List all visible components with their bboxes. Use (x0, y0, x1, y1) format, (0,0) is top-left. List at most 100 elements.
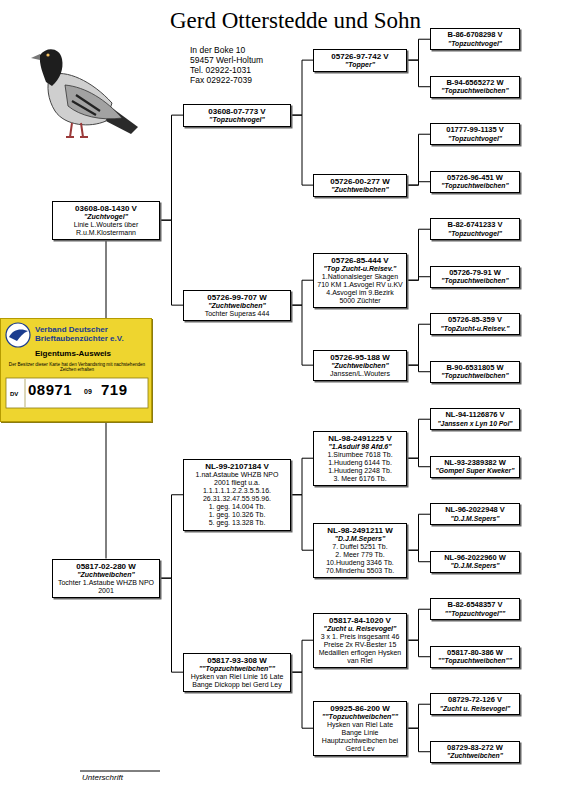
pedigree-connector (407, 514, 430, 550)
pigeon-note: Hysken van Riel Linie 16 Late Bange Dick… (187, 673, 287, 689)
pedigree-box: NL-94-1126876 V"Janssen x Lyn 10 Pol" (430, 408, 520, 430)
pigeon-title: "D.J.M.Sepers" (317, 535, 403, 543)
pedigree-connector (291, 60, 313, 115)
page-title: Gerd Otterstedde und Sohn (170, 8, 421, 33)
pedigree-box: NL-96-2022948 V"D.J.M.Sepers" (430, 503, 520, 525)
pedigree-box: 05726-00-277 W"Zuchtweibchen" (313, 174, 407, 197)
pigeon-note: Janssen/L.Wouters (317, 370, 403, 378)
signature-label: Unterschrift (82, 774, 123, 783)
pigeon-title: "Gompel Super Kweker" (434, 467, 516, 475)
ring-number: NL-94-1126876 V (434, 411, 516, 420)
pigeon-title: "Topzuchtweibchen" (434, 372, 516, 380)
pedigree-box: NL-96-2022960 W"D.J.M.Sepers" (430, 551, 520, 573)
pedigree-box: 05817-80-386 W""Topzuchtweibchen"" (430, 646, 520, 668)
pedigree-connector (407, 419, 430, 458)
pigeon-note: 1.Huudeng 2248 Tb. (317, 467, 403, 475)
ring-number: 05817-02-280 W (56, 562, 156, 571)
pigeon-note: Linie L.Wouters über R.u.M.Klostermann (56, 221, 156, 237)
pedigree-box: 03608-07-773 V"Topzuchtvogel" (183, 104, 291, 127)
ring-number: DV (10, 391, 24, 398)
pigeon-note: 1.Huudeng 6144 Tb. (317, 459, 403, 467)
pedigree-connector (407, 609, 430, 640)
pedigree-connector (407, 550, 430, 562)
ring-number: NL-96-2022960 W (434, 554, 516, 563)
pedigree-connector (407, 60, 430, 87)
pedigree-box: 03608-08-1430 V"Zuchtvogel"Linie L.Woute… (52, 201, 160, 240)
ring-number: B-82-6741233 V (434, 221, 516, 230)
ring-number: 719 (101, 382, 145, 399)
pigeon-title: "Topper" (317, 61, 403, 69)
pedigree-box: 08729-83-272 W"Zuchtweibchen" (430, 741, 520, 763)
pedigree-connector (291, 495, 313, 550)
pedigree-box: 05726-99-707 W"Zuchtweibchen"Tochter Sup… (183, 290, 291, 321)
pedigree-box: B-82-6741233 V"Topzuchtvogel" (430, 218, 520, 240)
ring-number: B-86-6708298 V (434, 31, 516, 40)
ring-number: NL-99-2107184 V (187, 462, 287, 471)
pigeon-title: "Topzuchtweibchen" (434, 277, 516, 285)
pigeon-title: "1.Asduif 98 Afd.6" (317, 443, 403, 451)
pedigree-connector (407, 324, 430, 365)
pigeon-note: 1. geg. 14.004 Tb. (187, 503, 287, 511)
ring-number: NL-93-2389382 W (434, 459, 516, 468)
ring-number: B-82-6548357 V (434, 601, 516, 610)
pedigree-connector (160, 220, 183, 305)
pigeon-title: "Zuchtweibchen" (317, 362, 403, 370)
ring-number: 05726-96-451 W (434, 174, 516, 183)
pigeon-title: ""Topzuchtweibchen"" (317, 713, 403, 721)
pedigree-box: 05726-96-451 W"Topzuchtweibchen" (430, 171, 520, 193)
pigeon-title: "Zuchtweibchen" (317, 186, 403, 194)
pedigree-connector (160, 495, 183, 578)
ring-number: NL-98-2491211 W (317, 526, 403, 535)
pigeon-note: 1. geg. 10.326 Tb. (187, 511, 287, 519)
pigeon-note: 26.31.32.47.55.95.96. (187, 495, 287, 503)
ring-number: 08729-83-272 W (434, 744, 516, 753)
pedigree-box: 05726-95-188 W"Zuchtweibchen"Janssen/L.W… (313, 350, 407, 381)
pigeon-note: 2. Meer 779 Tb. (317, 551, 403, 559)
pedigree-connector (160, 578, 183, 672)
pedigree-connector (407, 365, 430, 372)
ring-number: 05726-97-742 V (317, 52, 403, 61)
pedigree-box: 05817-93-308 W""Topzuchtweibchen""Hysken… (183, 653, 291, 692)
pedigree-box: 05726-85-359 V"TopZucht-u.Reisev." (430, 313, 520, 335)
pigeon-title: "Topzuchtvogel" (187, 116, 287, 124)
pigeon-note: 70.Minderhu 5503 Tb. (317, 567, 403, 575)
ownership-card: Verband Deutscher Brieftaubenzüchter e.V… (0, 318, 152, 422)
pedigree-box: 09925-86-200 W""Topzuchtweibchen""Hysken… (313, 701, 407, 756)
pigeon-note: Tochter 1.Astaube WHZB NPO 2001 (56, 579, 156, 595)
pedigree-connector (291, 672, 313, 728)
ring-number: 09925-86-200 W (317, 704, 403, 713)
pigeon-note: Hysken van Riel Late Bange Linie Hauptzu… (317, 721, 403, 753)
ring-number: 05726-00-277 W (317, 177, 403, 186)
pedigree-connector (291, 458, 313, 495)
pigeon-title: "Zuchtweibchen" (434, 752, 516, 760)
pigeon-note: 3 x 1. Preis insgesamt 46 Preise 2x RV-B… (317, 633, 403, 665)
pigeon-note: 10.Huudeng 3346 Tb. (317, 559, 403, 567)
pedigree-box: B-86-6708298 V"Topzuchtvogel" (430, 28, 520, 50)
ring-number: 05726-85-444 V (317, 256, 403, 265)
pedigree-connector (407, 134, 430, 185)
ring-number: 03608-07-773 V (187, 107, 287, 116)
pedigree-box: NL-98-2491211 W"D.J.M.Sepers"7. Duffel 5… (313, 523, 407, 578)
pigeon-title: "Zucht u. Reisevogel" (317, 625, 403, 633)
pedigree-box: 01777-99-1135 V"Topzuchtvogel" (430, 123, 520, 145)
ring-number: NL-96-2022948 V (434, 506, 516, 515)
pedigree-box: B-82-6548357 V""Topzuchtvogel"" (430, 598, 520, 620)
pigeon-title: "Top Zucht-u.Reisev." (317, 265, 403, 273)
address-line: Tel. 02922-1031 (190, 66, 251, 75)
pedigree-connector (291, 115, 313, 185)
pedigree-connector (407, 182, 430, 185)
pigeon-title: ""Topzuchtweibchen"" (434, 657, 516, 665)
pedigree-connector (407, 704, 430, 728)
pigeon-note: 710 KM 1.Asvogel RV u.KV (317, 281, 403, 289)
pedigree-connector (291, 280, 313, 305)
pedigree-box: 08729-72-126 V"Zucht u. Reisevogel" (430, 693, 520, 715)
pedigree-box: 05817-02-280 W"Zuchtweibchen"Tochter 1.A… (52, 559, 160, 598)
pigeon-title: "Topzuchtvogel" (434, 135, 516, 143)
ring-number: 05817-93-308 W (187, 656, 287, 665)
pedigree-connector (407, 229, 430, 280)
pigeon-note: 5000 Züchter (317, 297, 403, 305)
ring-number: B-94-6565272 W (434, 79, 516, 88)
pigeon-title: "Topzuchtweibchen" (434, 182, 516, 190)
pigeon-title: "Topzuchtvogel" (434, 230, 516, 238)
pedigree-box: NL-99-2107184 V1.nat.Astaube WHZB NPO 20… (183, 459, 291, 531)
